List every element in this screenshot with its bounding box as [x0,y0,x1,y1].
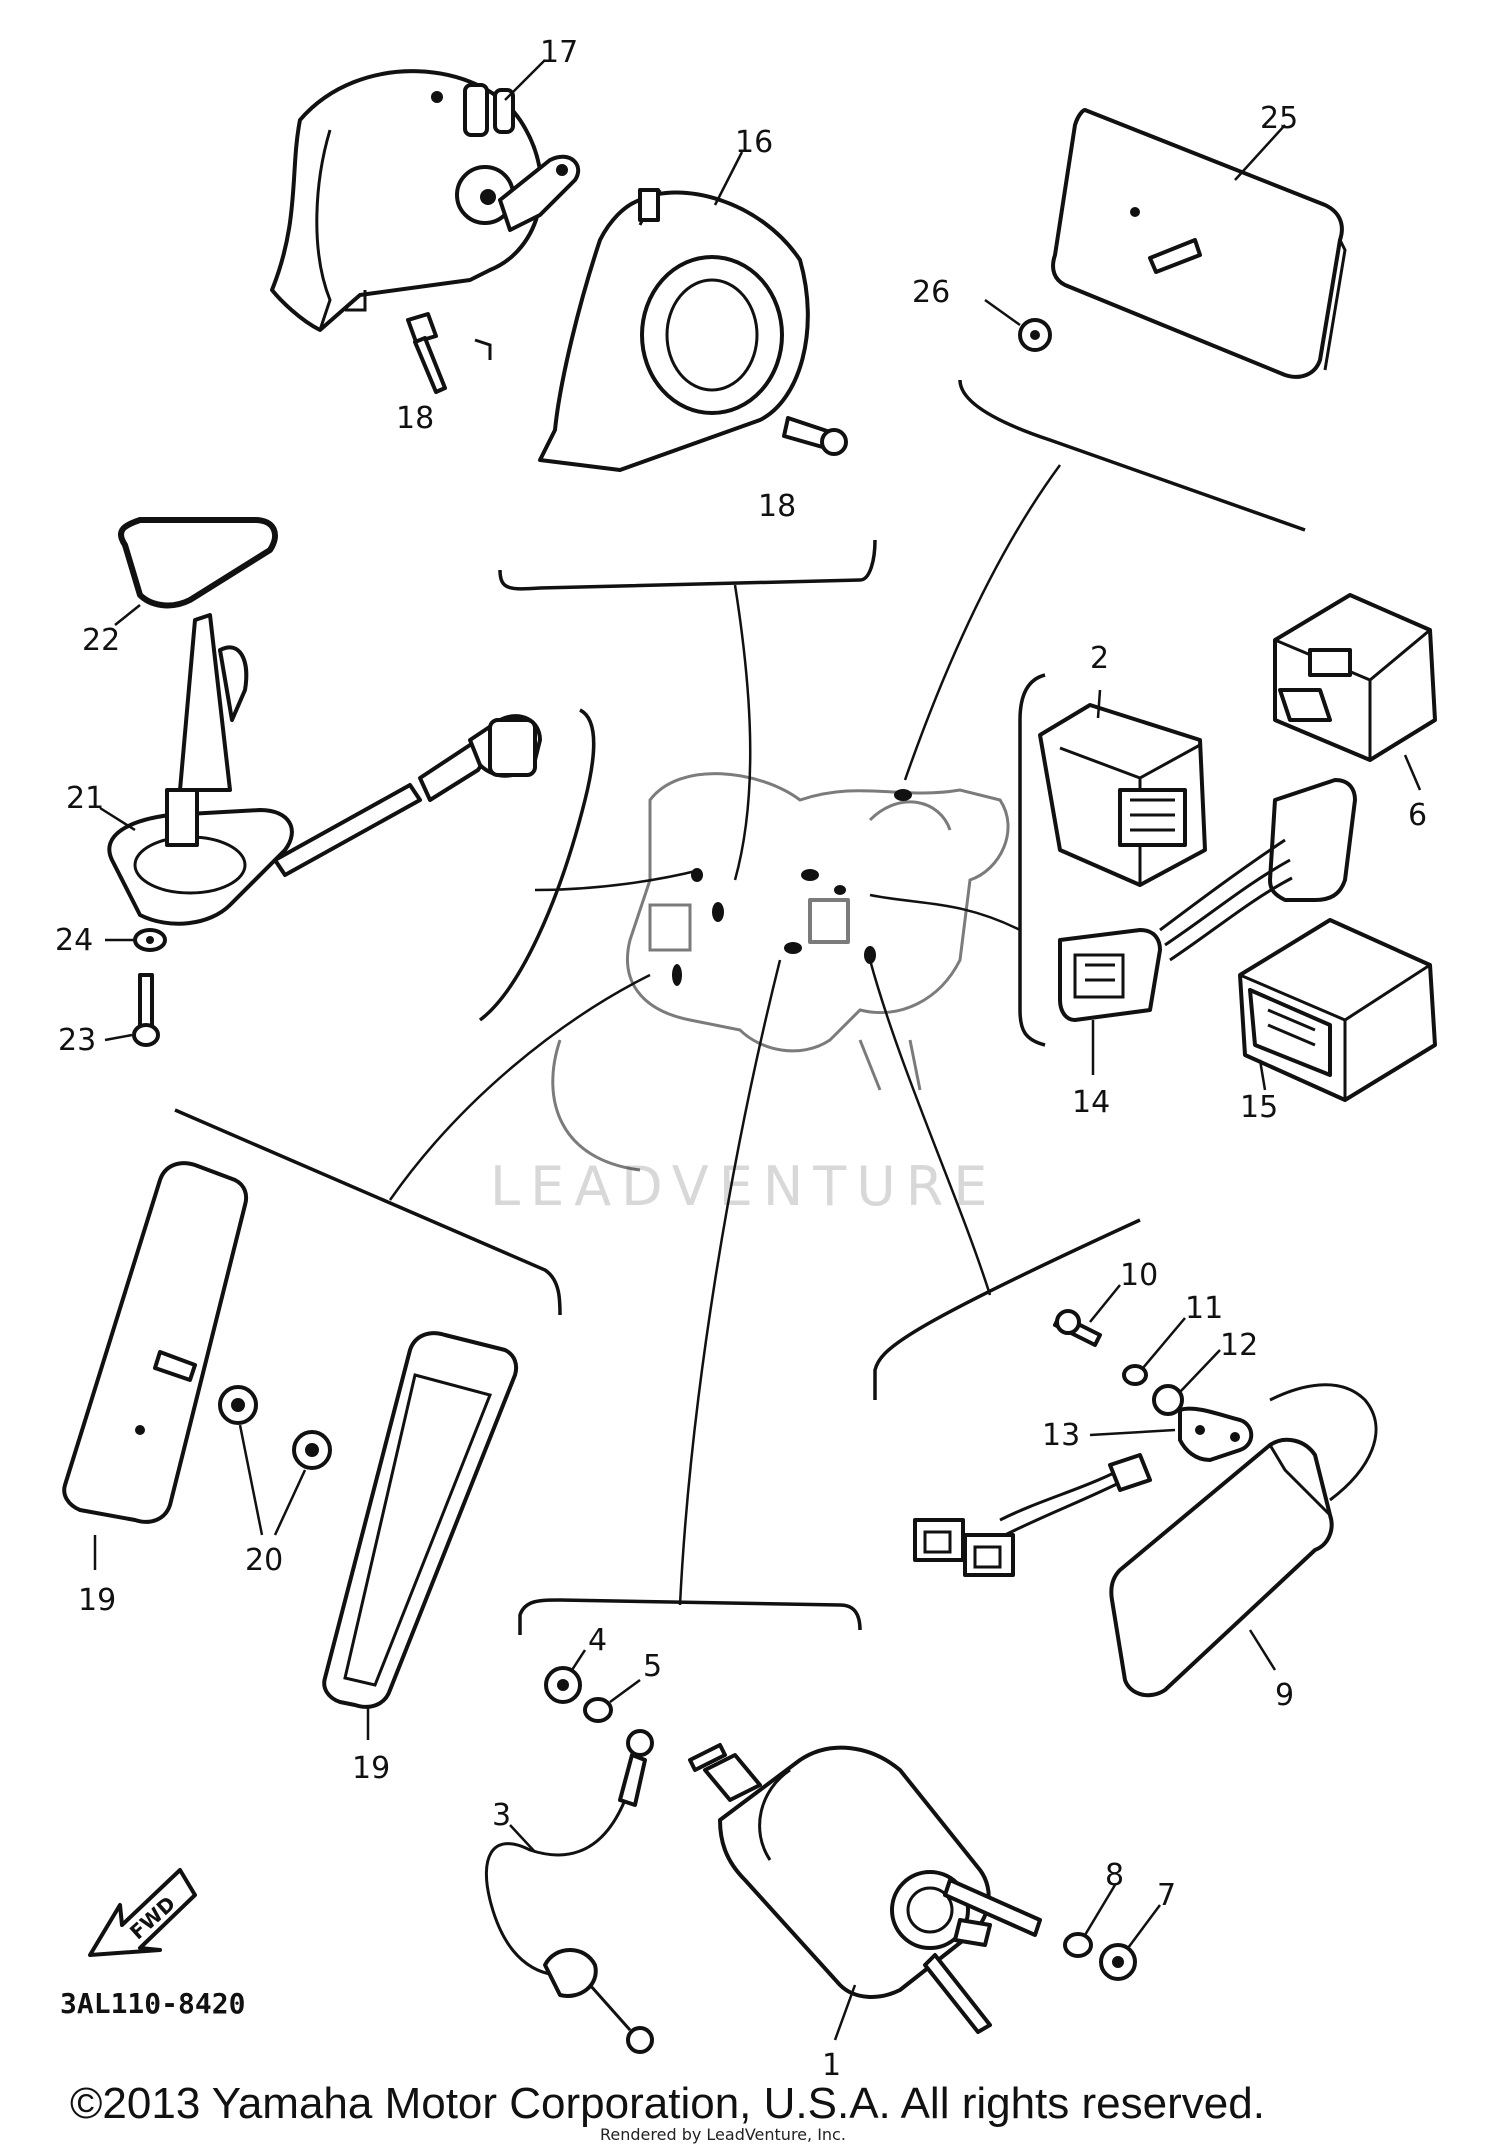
leader-22 [114,604,141,626]
leader-5 [609,1678,641,1704]
horn-17 [270,69,581,332]
leader-23 [104,1033,133,1042]
fuel-sender-21 [107,613,542,926]
callout-13: 13 [1042,1418,1080,1453]
washer-24 [133,928,167,952]
rectifier-9 [913,1383,1378,1698]
reflector-25 [1051,108,1347,379]
callout-25: 25 [1260,101,1298,136]
callout-6: 6 [1408,798,1427,833]
leader-21 [99,806,136,832]
leader-6 [1403,754,1422,791]
callout-19-left: 19 [78,1583,116,1618]
leader-26 [984,298,1021,327]
bracket-13 [1178,1406,1254,1462]
nut-7 [1099,1943,1137,1981]
leader-8 [1083,1884,1117,1936]
fwd-arrow-icon: FWD [88,1868,197,1957]
copyright: ©2013 Yamaha Motor Corporation, U.S.A. A… [70,2079,1265,2128]
bolt-18-right [782,416,848,456]
gasket-22 [118,517,278,609]
leader-20 [238,1424,307,1536]
bolt-10 [1053,1309,1102,1347]
leader-25 [1234,124,1286,181]
callout-15: 15 [1240,1090,1278,1125]
leader-1 [833,1984,857,2041]
nut-8 [1063,1932,1093,1958]
callout-17: 17 [540,35,578,70]
callout-9: 9 [1275,1678,1294,1713]
callout-23: 23 [58,1023,96,1058]
callout-18-right: 18 [758,489,796,524]
coupler-15 [1238,918,1437,1102]
callout-26: 26 [912,275,950,310]
callout-3: 3 [492,1798,511,1833]
leader-4 [570,1649,587,1671]
callout-24: 24 [55,923,93,958]
washer-5 [583,1697,613,1723]
leader-10 [1089,1284,1121,1323]
motorcycle-silhouette [551,772,1010,1172]
leader-2 [1096,689,1102,719]
callout-21: 21 [66,781,104,816]
starter-relay-1 [688,1743,1042,2034]
nuts-20 [218,1385,332,1470]
relay-6 [1273,593,1437,762]
leader-12 [1179,1349,1221,1393]
rendered-by: Rendered by LeadVenture, Inc. [600,2125,846,2144]
watermark: LEADVENTURE [490,1155,997,1218]
diagram-code: 3AL110-8420 [60,1987,245,2020]
coupler-14 [1058,778,1357,1022]
bolt-23 [132,973,160,1047]
callout-2: 2 [1090,641,1109,676]
callout-12: 12 [1220,1328,1258,1363]
leader-15 [1258,1059,1267,1091]
callout-4: 4 [588,1623,607,1658]
leader-11 [1142,1317,1186,1369]
callout-7: 7 [1157,1878,1176,1913]
callout-8: 8 [1105,1858,1124,1893]
callout-16: 16 [735,125,773,160]
callout-14: 14 [1072,1085,1110,1120]
callout-18-left: 18 [396,401,434,436]
leader-7 [1126,1904,1162,1949]
horn-16 [538,188,810,472]
callout-19-right: 19 [352,1751,390,1786]
bolt-18-left [406,312,492,394]
leader-17 [504,59,546,101]
callout-10: 10 [1120,1258,1158,1293]
reflector-19-left [62,1161,249,1524]
washer-11 [1122,1364,1148,1386]
leader-3 [509,1824,536,1853]
relay-2 [1038,703,1207,887]
reflector-19-right [322,1331,519,1709]
callout-22: 22 [82,623,120,658]
nut-4 [544,1666,582,1704]
group-brackets [174,379,1306,1635]
lead-wire-3 [484,1729,654,2054]
nut-26 [1018,318,1052,352]
leader-16 [713,151,744,206]
leader-13 [1089,1428,1176,1437]
nut-12 [1152,1384,1184,1416]
leader-9 [1248,1629,1277,1671]
callout-5: 5 [643,1649,662,1684]
locator-marks [672,789,912,986]
callout-11: 11 [1185,1291,1223,1326]
callout-1: 1 [822,2048,841,2083]
callout-20: 20 [245,1543,283,1578]
